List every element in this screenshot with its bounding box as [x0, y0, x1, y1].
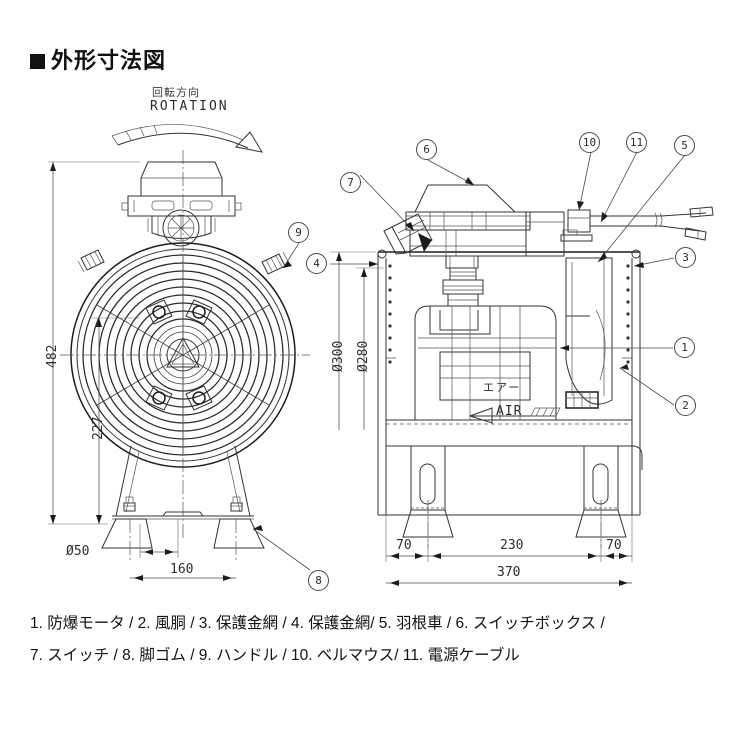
callout-9[interactable]: 9 — [288, 222, 309, 243]
callout-7[interactable]: 7 — [340, 172, 361, 193]
side-view-geometry — [377, 184, 714, 548]
legend-line-2: 7. スイッチ / 8. 脚ゴム / 9. ハンドル / 10. ベルマウス/ … — [30, 647, 520, 664]
front-view-geometry — [60, 124, 310, 560]
power-cable — [590, 206, 714, 241]
dimension-overall-length: 370 — [497, 565, 521, 580]
dimension-foot-spacing: 160 — [170, 562, 194, 577]
callout-10[interactable]: 10 — [579, 132, 600, 153]
bell-mouth — [560, 209, 593, 242]
switch-box — [405, 184, 565, 269]
callout-8[interactable]: 8 — [308, 570, 329, 591]
square-bullet-icon — [30, 53, 45, 69]
dimension-guard-diameter: Ø300 — [331, 340, 346, 372]
impeller-plate — [565, 257, 613, 405]
side-view-dimensions — [330, 251, 633, 586]
callout-2[interactable]: 2 — [675, 395, 696, 416]
front-view-dimensions — [48, 161, 236, 581]
rotation-label-en: ROTATION — [150, 99, 229, 114]
legend: 1. 防爆モータ / 2. 風胴 / 3. 保護金網 / 4. 保護金網/ 5.… — [30, 608, 710, 672]
legend-line-1: 1. 防爆モータ / 2. 風胴 / 3. 保護金網 / 4. 保護金網/ 5.… — [30, 615, 605, 632]
page-title: 外形寸法図 — [30, 50, 166, 72]
switch-lever — [383, 213, 433, 255]
terminal-block — [565, 391, 599, 409]
guard-mesh-marks — [388, 264, 630, 364]
dimension-fan-diameter: Ø280 — [356, 340, 371, 372]
air-label-en: AIR — [496, 404, 523, 419]
leg-right — [575, 445, 627, 548]
mounting-bosses — [145, 299, 213, 411]
stand-base — [101, 445, 265, 560]
rotation-label-jp: 回転方向 — [152, 87, 200, 99]
handle-assembly — [121, 161, 242, 247]
air-flow-arrow-icon — [468, 407, 561, 424]
page-title-text: 外形寸法図 — [51, 48, 167, 73]
dimension-left-offset: 70 — [396, 538, 412, 553]
callout-8-leader — [252, 525, 311, 571]
air-label-jp: エアー — [483, 382, 522, 394]
side-view-leaders — [330, 151, 686, 406]
dimension-overall-height: 482 — [45, 344, 60, 368]
dimension-right-offset: 70 — [606, 538, 622, 553]
motor-body — [414, 267, 557, 421]
callout-11[interactable]: 11 — [626, 132, 647, 153]
callout-4[interactable]: 4 — [306, 253, 327, 274]
dimension-axis-height: 227 — [91, 416, 106, 440]
callout-5[interactable]: 5 — [674, 135, 695, 156]
side-handle-right — [261, 251, 290, 275]
side-handle-left — [77, 249, 105, 273]
callout-3[interactable]: 3 — [675, 247, 696, 268]
callout-6[interactable]: 6 — [416, 139, 437, 160]
callout-1[interactable]: 1 — [674, 337, 695, 358]
rotation-arrow-icon — [111, 124, 264, 153]
dimension-leg-spacing: 230 — [500, 538, 524, 553]
dimension-foot-diameter: Ø50 — [66, 544, 90, 559]
callout-9-leader — [282, 242, 300, 269]
